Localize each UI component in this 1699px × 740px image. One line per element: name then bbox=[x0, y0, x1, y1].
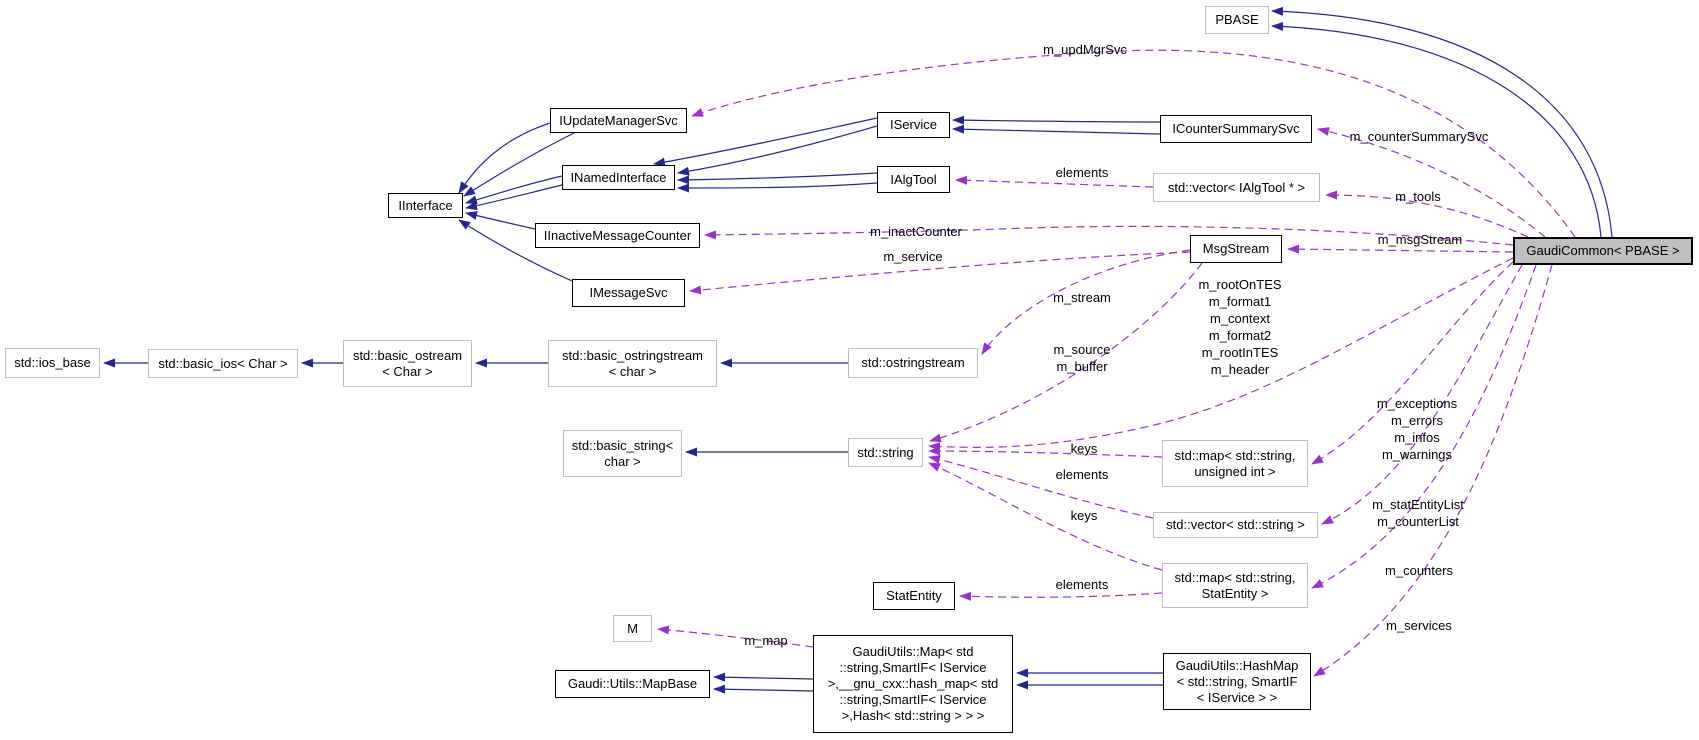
edge-label-source-buffer: m_source m_buffer bbox=[1053, 342, 1111, 374]
edge-label-stream: m_stream bbox=[1053, 290, 1111, 305]
edge-label-inactcounter: m_inactCounter bbox=[870, 224, 962, 239]
node-ostringstream: std::ostringstream bbox=[848, 348, 978, 378]
node-ios-base: std::ios_base bbox=[5, 348, 100, 378]
node-imessagesvc[interactable]: IMessageSvc bbox=[572, 279, 685, 307]
edge-label-counters: m_counters bbox=[1385, 563, 1453, 578]
node-basic-string: std::basic_string< char > bbox=[563, 430, 682, 477]
node-basic-ostringstream: std::basic_ostringstream < char > bbox=[548, 340, 717, 387]
edge-label-elements-vecstring: elements bbox=[1055, 467, 1109, 482]
node-vector-ialgtool: std::vector< IAlgTool * > bbox=[1153, 173, 1320, 202]
node-icountersummarysvc[interactable]: ICounterSummarySvc bbox=[1160, 115, 1312, 143]
edge-label-statentitylist: m_statEntityList m_counterList bbox=[1372, 497, 1464, 529]
edge-label-service: m_service bbox=[883, 249, 943, 264]
edge-label-elements-statentity: elements bbox=[1055, 577, 1109, 592]
node-basic-ios: std::basic_ios< Char > bbox=[148, 349, 298, 378]
node-iinactivemessagecounter[interactable]: IInactiveMessageCounter bbox=[535, 223, 700, 248]
edge-label-countersummarysvc: m_counterSummarySvc bbox=[1349, 129, 1489, 144]
node-iinterface[interactable]: IInterface bbox=[388, 193, 463, 218]
node-basic-ostream: std::basic_ostream < Char > bbox=[343, 340, 472, 387]
edge-label-keys-uint: keys bbox=[1070, 441, 1098, 456]
node-gaudiutils-map[interactable]: GaudiUtils::Map< std ::string,SmartIF< I… bbox=[813, 635, 1013, 733]
node-pbase: PBASE bbox=[1205, 6, 1269, 34]
node-statentity[interactable]: StatEntity bbox=[873, 582, 955, 610]
edge-label-elements-tools: elements bbox=[1055, 165, 1109, 180]
edge-label-counter-members: m_exceptions m_errors m_infos m_warnings bbox=[1376, 396, 1458, 462]
node-msgstream[interactable]: MsgStream bbox=[1190, 235, 1282, 263]
edge-label-services: m_services bbox=[1386, 618, 1452, 633]
node-map-string-statentity: std::map< std::string, StatEntity > bbox=[1162, 563, 1308, 608]
edge-label-updmgrsvc: m_updMgrSvc bbox=[1043, 42, 1127, 57]
edge-label-map: m_map bbox=[744, 633, 788, 648]
edge-label-keys-statentity: keys bbox=[1070, 508, 1098, 523]
node-m: M bbox=[613, 615, 652, 642]
edge-label-msgstream: m_msgStream bbox=[1377, 232, 1463, 247]
node-std-string: std::string bbox=[848, 438, 923, 467]
edge-label-msgstream-members: m_rootOnTES m_format1 m_context m_format… bbox=[1198, 277, 1282, 377]
node-mapbase[interactable]: Gaudi::Utils::MapBase bbox=[555, 670, 710, 698]
edge-label-tools: m_tools bbox=[1395, 189, 1441, 204]
node-map-string-uint: std::map< std::string, unsigned int > bbox=[1162, 440, 1308, 487]
node-inamedinterface[interactable]: INamedInterface bbox=[562, 165, 675, 190]
node-iservice[interactable]: IService bbox=[877, 112, 950, 138]
node-gaudiutils-hashmap[interactable]: GaudiUtils::HashMap < std::string, Smart… bbox=[1163, 653, 1311, 710]
node-gaudicommon-main: GaudiCommon< PBASE > bbox=[1513, 237, 1693, 265]
node-ialgtool[interactable]: IAlgTool bbox=[877, 166, 950, 193]
node-vector-string: std::vector< std::string > bbox=[1153, 512, 1318, 538]
node-iupdatemanagersvc[interactable]: IUpdateManagerSvc bbox=[550, 108, 687, 133]
